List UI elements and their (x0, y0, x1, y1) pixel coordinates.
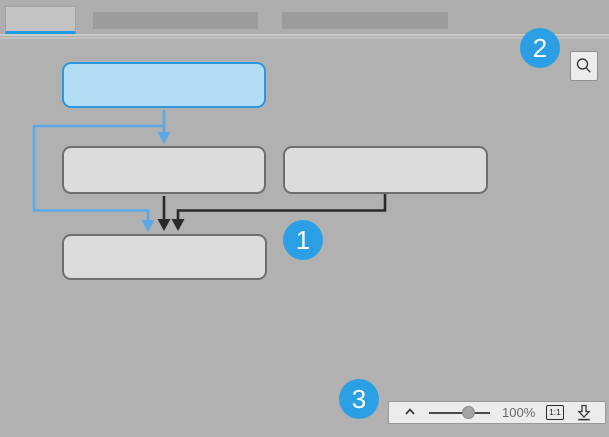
diagram-node-right[interactable] (283, 146, 488, 194)
annotation-badge-2: 2 (520, 28, 560, 68)
annotation-badge-3: 3 (339, 379, 379, 419)
download-icon (577, 404, 591, 421)
tabbar-separator (0, 34, 609, 36)
annotation-badge-1: 1 (283, 220, 323, 260)
download-button[interactable] (575, 404, 593, 422)
zoom-level-text: 100% (502, 405, 536, 420)
tab-bar (0, 0, 609, 39)
zoom-toolbar: 100% 1:1 (388, 401, 606, 424)
chevron-up-button[interactable] (401, 405, 419, 421)
diagram-node-top[interactable] (62, 62, 266, 108)
chevron-up-icon (405, 408, 415, 415)
tab-3[interactable] (282, 12, 448, 29)
tabbar-separator-2 (0, 37, 609, 39)
tab-2[interactable] (93, 12, 258, 29)
search-button[interactable] (570, 51, 598, 81)
diagram-canvas (0, 39, 609, 437)
search-icon (576, 58, 591, 73)
tab-1[interactable] (5, 6, 76, 34)
actual-size-button[interactable]: 1:1 (546, 405, 564, 420)
diagram-node-left[interactable] (62, 146, 266, 194)
zoom-slider-thumb[interactable] (462, 406, 475, 419)
diagram-node-bottom[interactable] (62, 234, 267, 280)
zoom-slider-track[interactable] (429, 412, 490, 414)
